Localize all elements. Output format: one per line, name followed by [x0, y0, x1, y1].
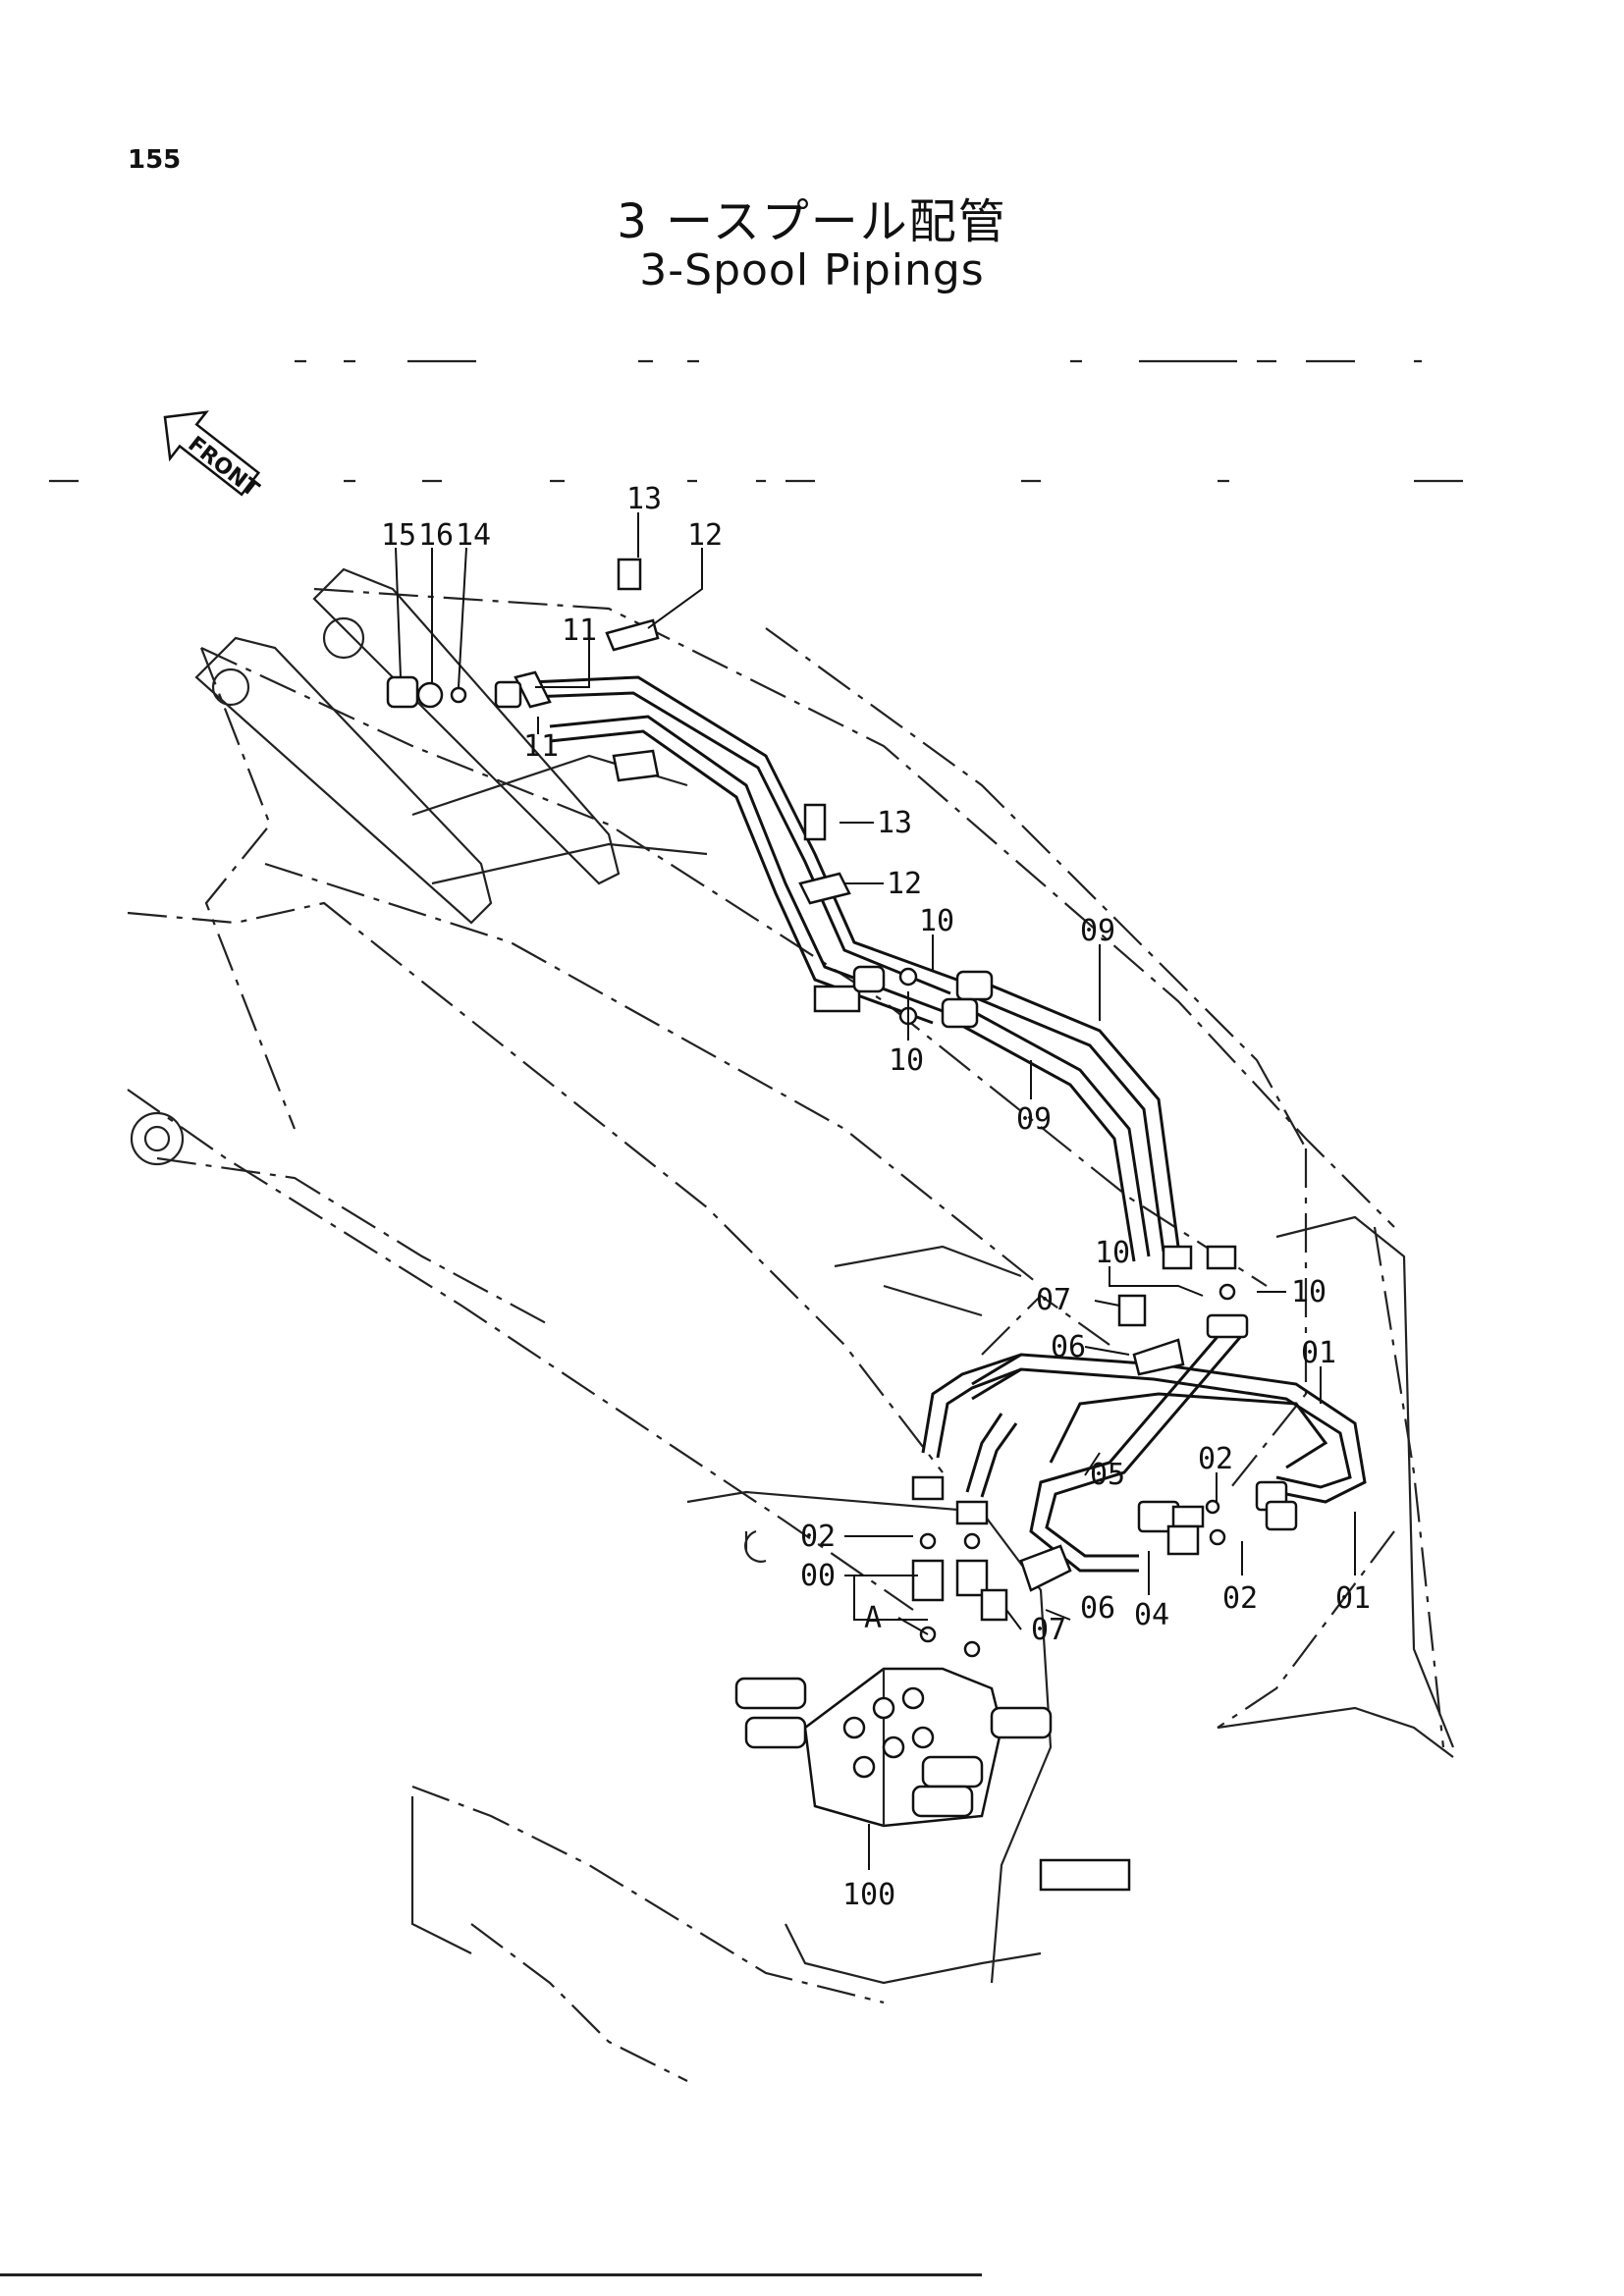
callout-04: 04: [1134, 1598, 1169, 1632]
callout-12: 12: [687, 518, 723, 553]
callout-A: A: [864, 1601, 882, 1635]
front-arrow: FRONT: [163, 410, 263, 503]
callout-13: 13: [626, 482, 662, 516]
callout-07-lower: 07: [1031, 1613, 1066, 1647]
callout-12-mid: 12: [887, 867, 922, 901]
pipe-to-valve: [921, 1353, 1022, 1498]
callout-15: 15: [381, 518, 416, 553]
callout-02-upper: 02: [1198, 1442, 1233, 1476]
pipe-05-diagonal: [1029, 1324, 1244, 1573]
callout-01-upper: 01: [1301, 1336, 1336, 1370]
callout-01-lower: 01: [1335, 1581, 1371, 1616]
callout-11-lower: 11: [523, 729, 559, 764]
callout-10-upper: 10: [919, 904, 954, 938]
callout-16: 16: [418, 518, 454, 553]
callout-06-upper: 06: [1051, 1330, 1086, 1364]
callout-05: 05: [1090, 1458, 1125, 1492]
callout-labels: 13 12 15 16 14 11 11 13 12 10 10 09 09 1…: [381, 482, 1371, 1912]
callout-10-lower: 10: [889, 1043, 924, 1078]
title-japanese: 3 ースプール配管: [617, 194, 1007, 249]
callout-10-right-top: 10: [1095, 1236, 1130, 1270]
callout-09-lower: 09: [1016, 1102, 1052, 1137]
callout-00: 00: [800, 1559, 836, 1593]
fittings: [386, 558, 1298, 1892]
leader-lines: [395, 512, 1356, 1870]
callout-100: 100: [842, 1878, 895, 1912]
title-english: 3-Spool Pipings: [639, 245, 985, 295]
callout-02-lower: 02: [1222, 1581, 1258, 1616]
control-valve-100: [734, 1667, 1053, 1828]
callout-10-right: 10: [1291, 1275, 1326, 1309]
machine-frame-outline: [127, 587, 1455, 2082]
callout-07-upper: 07: [1036, 1283, 1071, 1317]
callout-06-lower: 06: [1080, 1591, 1115, 1626]
bottom-rule: [0, 2273, 982, 2276]
callout-09-upper: 09: [1080, 914, 1115, 948]
callout-14: 14: [456, 518, 491, 553]
page-number: 155: [128, 145, 182, 175]
scan-artifact-dashes: [49, 359, 1463, 483]
pipe-11-pair: [529, 675, 963, 1025]
callout-02-left: 02: [800, 1520, 836, 1554]
pipe-09-pair: [961, 980, 1180, 1262]
callout-11-upper: 11: [562, 614, 597, 648]
callout-13-mid: 13: [877, 806, 912, 840]
pipe-01-loop: [971, 1353, 1367, 1504]
